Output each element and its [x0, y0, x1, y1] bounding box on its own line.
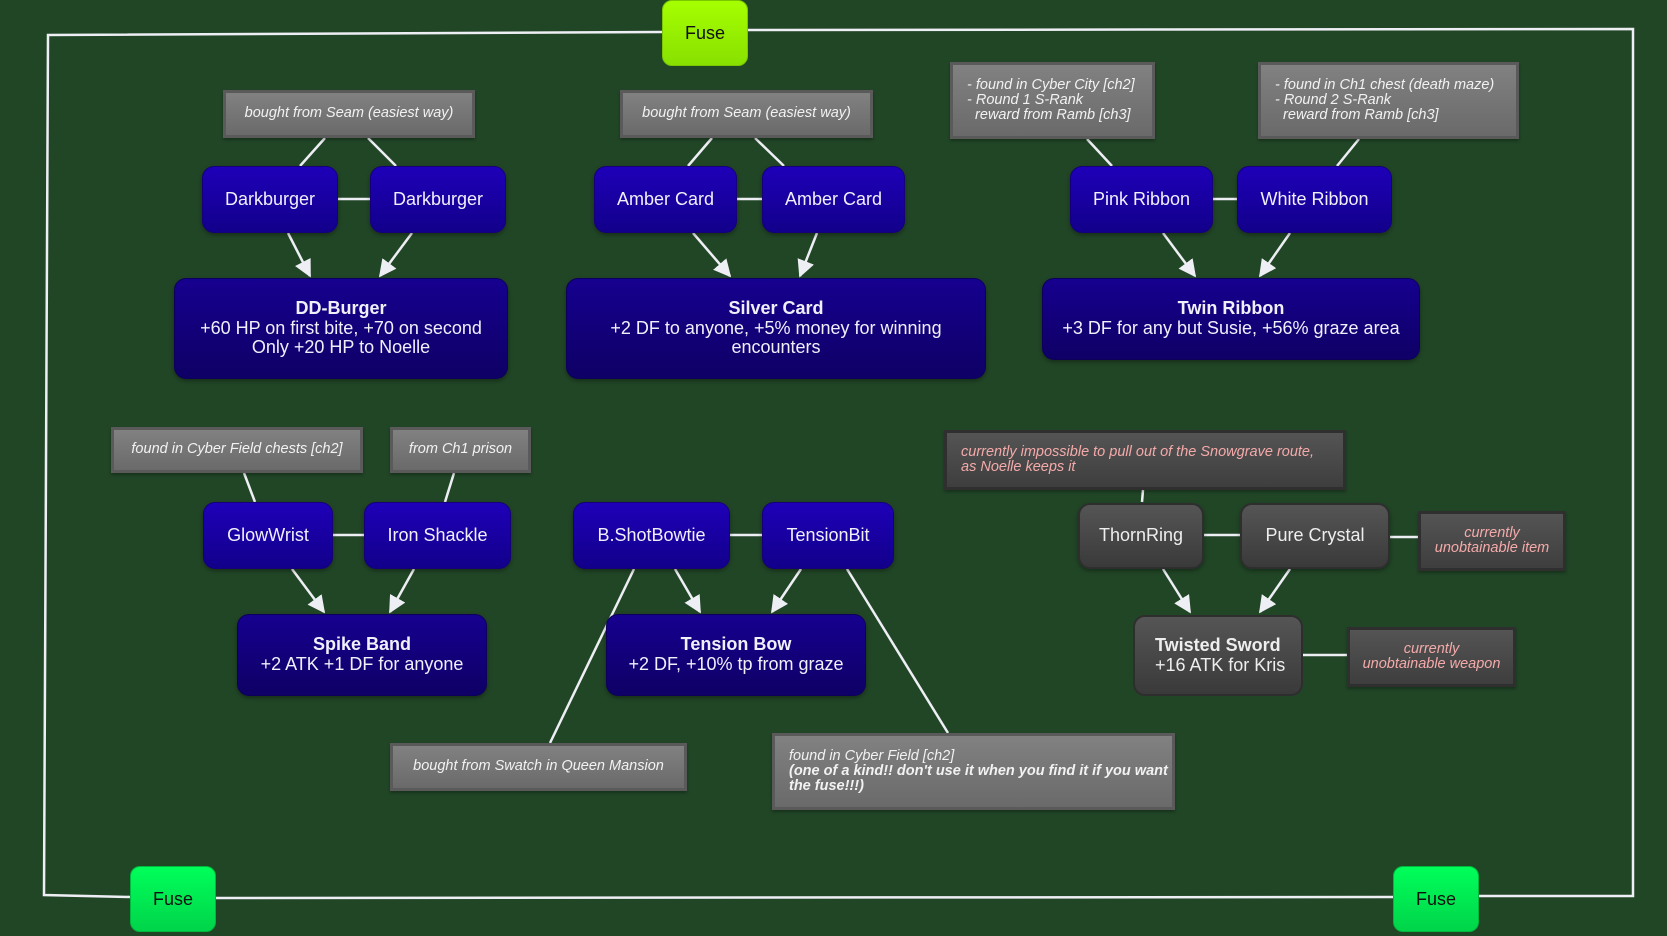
ingredient-thornring[interactable]: ThornRing [1078, 503, 1204, 569]
note-text: bought from Swatch in Queen Mansion [413, 758, 664, 775]
source-note: bought from Seam (easiest way) [223, 90, 475, 138]
ingredient-pure-crystal[interactable]: Pure Crystal [1240, 503, 1390, 569]
note-link [1140, 489, 1145, 503]
unobtainable-item-note: currently unobtainable item [1418, 511, 1566, 571]
fuse-arrow [1258, 568, 1292, 614]
ingredient-label: Pink Ribbon [1092, 188, 1191, 209]
fuse-button-bottom-right[interactable]: Fuse [1393, 866, 1479, 932]
fuse-frame-line [215, 895, 1394, 900]
source-note: - found in Cyber City [ch2] - Round 1 S-… [950, 62, 1155, 139]
ingredient-label: GlowWrist [227, 524, 309, 545]
note-text: found in Cyber Field [ch2] [789, 747, 955, 764]
note-warning-text: (one of a kind!! don't use it when you f… [789, 762, 1168, 795]
ingredient-tensionbit[interactable]: TensionBit [762, 502, 894, 569]
fuse-arrow [692, 232, 732, 278]
fuse-frame-line [42, 30, 663, 899]
ingredient-glowwrist[interactable]: GlowWrist [203, 502, 333, 569]
fuse-arrow [770, 568, 803, 614]
result-dd-burger[interactable]: DD-Burger +60 HP on first bite, +70 on s… [174, 278, 508, 379]
ingredient-label: Iron Shackle [387, 524, 488, 545]
ingredient-amber-card[interactable]: Amber Card [594, 166, 737, 233]
fuse-arrow [1258, 232, 1292, 278]
source-note: found in Cyber Field chests [ch2] [111, 427, 363, 473]
note-text: found in Cyber Field chests [ch2] [131, 441, 343, 458]
ingredient-label: Darkburger [224, 188, 316, 209]
ingredient-iron-shackle[interactable]: Iron Shackle [364, 502, 511, 569]
fuse-arrow [290, 568, 326, 614]
note-link [242, 472, 257, 503]
result-description: +2 DF to anyone, +5% money for winning e… [610, 317, 942, 358]
result-silver-card[interactable]: Silver Card +2 DF to anyone, +5% money f… [566, 278, 986, 379]
result-spike-band[interactable]: Spike Band +2 ATK +1 DF for anyone [237, 614, 487, 696]
snowgrave-note: currently impossible to pull out of the … [944, 430, 1346, 490]
note-link [845, 568, 950, 734]
result-description: +2 DF, +10% tp from graze [628, 654, 844, 674]
ingredient-darkburger[interactable]: Darkburger [202, 166, 338, 233]
note-text: currently impossible to pull out of the … [961, 443, 1315, 475]
result-twisted-sword[interactable]: Twisted Sword +16 ATK for Kris [1133, 615, 1303, 696]
note-text: - found in Ch1 chest (death maze) - Roun… [1275, 76, 1495, 124]
note-link [548, 568, 636, 744]
note-link [443, 472, 456, 503]
note-text: currently unobtainable item [1434, 524, 1550, 556]
fuse-frame-line [747, 27, 1635, 898]
ingredient-label: ThornRing [1098, 525, 1184, 546]
fuse-arrow [673, 568, 702, 614]
result-tension-bow[interactable]: Tension Bow +2 DF, +10% tp from graze [606, 614, 866, 696]
note-link [754, 137, 785, 167]
fuse-arrow [1161, 232, 1197, 278]
ingredient-pink-ribbon[interactable]: Pink Ribbon [1070, 166, 1213, 233]
ingredient-darkburger[interactable]: Darkburger [370, 166, 506, 233]
note-link [299, 137, 326, 167]
ingredient-label: B.ShotBowtie [597, 524, 706, 545]
note-text: bought from Seam (easiest way) [642, 105, 851, 122]
result-title: Twisted Sword [1155, 634, 1281, 655]
source-note-warning: found in Cyber Field [ch2] (one of a kin… [772, 733, 1175, 810]
result-title: Twin Ribbon [1177, 298, 1285, 319]
ingredient-label: Pure Crystal [1265, 525, 1365, 546]
fuse-arrow [1161, 568, 1192, 614]
ingredient-label: Amber Card [616, 188, 715, 209]
note-link [367, 137, 397, 167]
fuse-button-top[interactable]: Fuse [662, 0, 748, 66]
result-description: +16 ATK for Kris [1155, 654, 1286, 675]
note-text: currently unobtainable weapon [1362, 640, 1501, 672]
note-text: from Ch1 prison [408, 441, 513, 458]
result-description: +60 HP on first bite, +70 on second Only… [200, 317, 482, 358]
ingredient-white-ribbon[interactable]: White Ribbon [1237, 166, 1392, 233]
unobtainable-weapon-note: currently unobtainable weapon [1347, 627, 1516, 687]
ingredient-label: Amber Card [784, 188, 883, 209]
ingredient-label: TensionBit [786, 524, 870, 545]
result-description: +2 ATK +1 DF for anyone [260, 654, 464, 674]
result-twin-ribbon[interactable]: Twin Ribbon +3 DF for any but Susie, +56… [1042, 278, 1420, 360]
fuse-button-bottom-left[interactable]: Fuse [130, 866, 216, 932]
source-note: from Ch1 prison [390, 427, 531, 473]
ingredient-label: Darkburger [392, 188, 484, 209]
source-note: - found in Ch1 chest (death maze) - Roun… [1258, 62, 1519, 139]
fuse-label: Fuse [1415, 888, 1457, 909]
result-title: Spike Band [312, 634, 412, 655]
result-title: DD-Burger [295, 297, 387, 318]
fuse-label: Fuse [152, 888, 194, 909]
fuse-arrow [378, 232, 414, 278]
ingredient-amber-card[interactable]: Amber Card [762, 166, 905, 233]
note-link [687, 137, 713, 167]
result-title: Tension Bow [680, 634, 792, 655]
ingredient-label: White Ribbon [1260, 188, 1369, 209]
fuse-arrow [286, 232, 312, 278]
note-text: bought from Seam (easiest way) [244, 105, 454, 122]
fuse-label: Fuse [684, 22, 726, 43]
note-link [1086, 138, 1113, 167]
ingredient-b-shotbowtie[interactable]: B.ShotBowtie [573, 502, 730, 569]
source-note: bought from Seam (easiest way) [620, 90, 873, 138]
note-link [1336, 138, 1360, 167]
result-title: Silver Card [728, 297, 824, 318]
result-description: +3 DF for any but Susie, +56% graze area [1062, 318, 1400, 338]
fuse-arrow [797, 232, 819, 278]
source-note: bought from Swatch in Queen Mansion [390, 743, 687, 791]
note-text: - found in Cyber City [ch2] - Round 1 S-… [967, 76, 1135, 124]
fuse-arrow [388, 568, 416, 614]
